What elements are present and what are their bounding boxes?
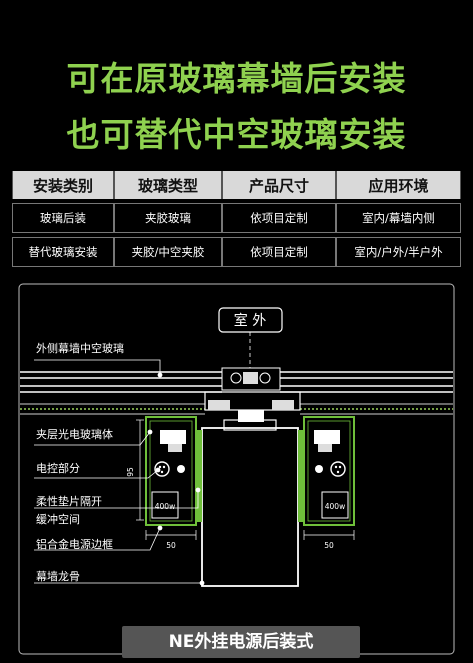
central-joint — [204, 367, 301, 431]
table-row: 玻璃后装 夹胶玻璃 依项目定制 室内/幕墙内侧 — [12, 203, 461, 233]
table-cell: 夹胶/中空夹胶 — [114, 237, 222, 267]
outside-label: 室 外 — [234, 312, 266, 329]
dimension-vertical: 95 — [126, 467, 135, 477]
table-header-row: 安装类别 玻璃类型 产品尺寸 应用环境 — [12, 171, 461, 199]
header-glass-type: 玻璃类型 — [114, 171, 222, 199]
spec-table: 安装类别 玻璃类型 产品尺寸 应用环境 玻璃后装 夹胶玻璃 依项目定制 室内/幕… — [12, 171, 461, 267]
control-unit-icon — [154, 461, 170, 477]
table-cell: 室内/户外/半户外 — [336, 237, 461, 267]
table-row: 替代玻璃安装 夹胶/中空夹胶 依项目定制 室内/户外/半户外 — [12, 237, 461, 267]
diagram-frame — [18, 283, 455, 655]
callout-control-unit: 电控部分 — [36, 461, 80, 475]
callout-leaders — [34, 359, 205, 586]
power-rating-right: 400w — [325, 502, 345, 511]
header-install-type: 安装类别 — [12, 171, 114, 199]
curtain-wall-mullion — [201, 427, 299, 587]
right-power-frame: 400w — [298, 416, 355, 526]
callout-buffer-space: 缓冲空间 — [36, 512, 80, 526]
dimension-left-width: 50 — [166, 541, 176, 550]
callout-laminated-glass: 夹层光电玻璃体 — [36, 427, 113, 441]
headline-line-2: 也可替代中空玻璃安装 — [66, 115, 407, 154]
laminated-photoelectric-glass — [20, 403, 453, 415]
diagram-caption: NE外挂电源后装式 — [122, 626, 360, 658]
table-cell: 替代玻璃安装 — [12, 237, 114, 267]
table-cell: 夹胶玻璃 — [114, 203, 222, 233]
callout-mullion: 幕墙龙骨 — [36, 569, 80, 583]
callout-flexible-gasket: 柔性垫片隔开 — [36, 494, 102, 508]
outside-label-box — [218, 307, 283, 333]
power-rating-left: 400w — [155, 502, 175, 511]
table-cell: 依项目定制 — [222, 203, 336, 233]
left-power-frame: 400w — [145, 416, 202, 526]
headline-line-1: 可在原玻璃幕墙后安装 — [66, 59, 407, 98]
outer-hollow-glass — [20, 371, 453, 393]
header-product-size: 产品尺寸 — [222, 171, 336, 199]
callout-outer-hollow-glass: 外侧幕墙中空玻璃 — [36, 341, 124, 355]
dimension-right-width: 50 — [324, 541, 334, 550]
dimension-lines — [136, 419, 355, 540]
table-cell: 依项目定制 — [222, 237, 336, 267]
callout-aluminum-frame: 铝合金电源边框 — [36, 537, 113, 551]
table-cell: 室内/幕墙内侧 — [336, 203, 461, 233]
header-application: 应用环境 — [336, 171, 461, 199]
table-cell: 玻璃后装 — [12, 203, 114, 233]
